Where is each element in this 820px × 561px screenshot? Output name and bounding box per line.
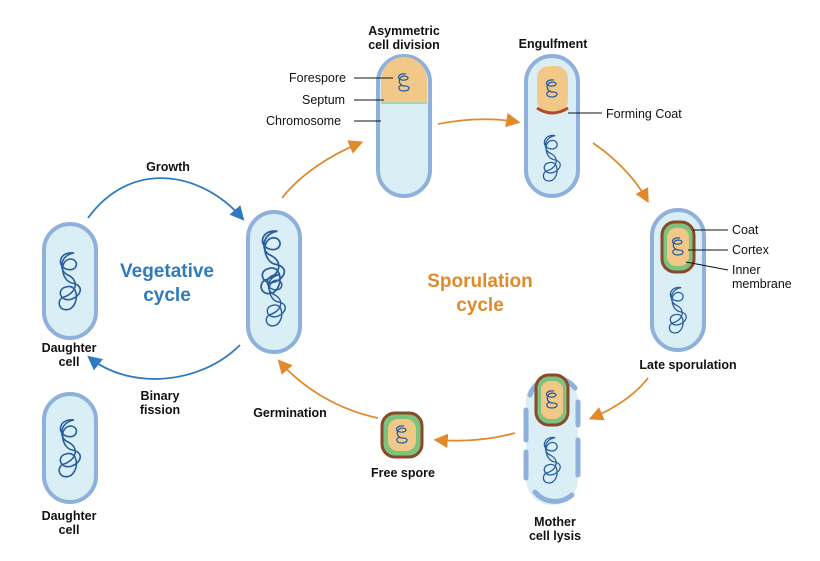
inner-membrane-callout-line <box>685 261 729 271</box>
vegetative-title-line2: cycle <box>143 285 191 306</box>
inner-membrane-line1: Inner <box>732 263 761 277</box>
asymmetric-line2: cell division <box>368 38 440 52</box>
growth-label: Growth <box>146 160 190 174</box>
to-lysis-arrow <box>588 377 649 421</box>
coat-label: Coat <box>732 223 759 237</box>
septum-label: Septum <box>302 93 346 107</box>
daughter-cell-top-line1: Daughter <box>41 341 97 355</box>
to-late-sporulation-arrow <box>592 142 649 204</box>
to-free-spore-arrow <box>433 432 516 448</box>
sporulation-cycle-title: Sporulation cycle <box>405 270 555 318</box>
germination-label: Germination <box>253 406 327 420</box>
to-engulfment-arrow <box>437 112 521 128</box>
binary-fission-line1: Binary <box>140 389 180 403</box>
inner-membrane-line2: membrane <box>732 277 792 291</box>
free-spore-label: Free spore <box>371 466 435 480</box>
mother-cell-lysis-label: Mother cell lysis <box>520 515 590 543</box>
cortex-label: Cortex <box>732 243 769 257</box>
asymmetric-division-cell <box>376 54 432 198</box>
daughter-cell-top-label: Daughter cell <box>34 341 104 369</box>
daughter-cell-bottom-label: Daughter cell <box>34 509 104 537</box>
daughter-cell-top-line2: cell <box>58 355 80 369</box>
engulfment-cell <box>524 54 580 198</box>
binary-fission-arrow <box>87 344 241 380</box>
daughter-cell-bottom <box>42 392 98 504</box>
growing-cell <box>246 210 302 354</box>
sporulation-title-line1: Sporulation <box>427 271 533 292</box>
growth-arrow <box>87 177 245 221</box>
forespore-label: Forespore <box>289 71 346 85</box>
binary-fission-label: Binary fission <box>130 389 190 417</box>
to-asymmetric-arrow <box>281 140 364 199</box>
vegetative-title-line1: Vegetative <box>120 261 214 282</box>
asymmetric-division-label: Asymmetric cell division <box>348 24 460 52</box>
daughter-cell-bottom-line1: Daughter <box>41 509 97 523</box>
sporulation-title-line2: cycle <box>456 295 504 316</box>
asymmetric-line1: Asymmetric <box>368 24 440 38</box>
mother-cell-lysis <box>523 373 581 505</box>
daughter-cell-bottom-line2: cell <box>58 523 80 537</box>
mother-lysis-line1: Mother <box>534 515 576 529</box>
germination-arrow <box>277 359 379 419</box>
forming-coat-label: Forming Coat <box>606 107 682 121</box>
mother-lysis-line2: cell lysis <box>528 529 582 543</box>
daughter-cell-top <box>42 222 98 340</box>
late-sporulation-cell <box>650 208 706 352</box>
free-spore <box>380 411 424 459</box>
late-sporulation-label: Late sporulation <box>639 358 737 372</box>
binary-fission-line2: fission <box>139 403 181 417</box>
vegetative-cycle-title: Vegetative cycle <box>102 260 232 308</box>
inner-membrane-label: Inner membrane <box>732 263 792 291</box>
engulfment-label: Engulfment <box>518 37 588 51</box>
chromosome-label: Chromosome <box>266 114 342 128</box>
